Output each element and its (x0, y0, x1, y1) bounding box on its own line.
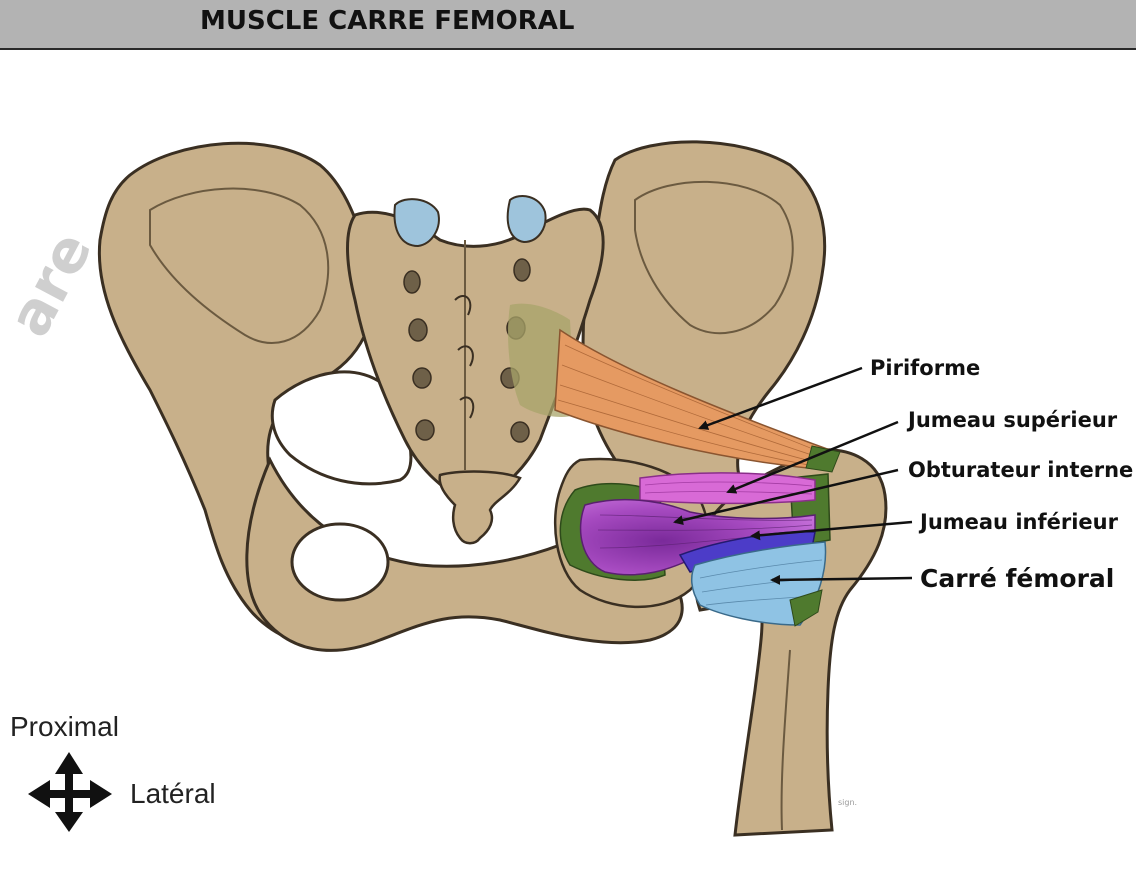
watermark-fragment: are (0, 221, 105, 347)
page-title: MUSCLE CARRE FEMORAL (200, 6, 575, 36)
label-carre-femoral: Carré fémoral (920, 564, 1115, 593)
four-way-arrow-icon (28, 752, 112, 832)
label-piriforme: Piriforme (870, 356, 981, 380)
orientation-lateral-label: Latéral (130, 778, 216, 809)
jumeau-superieur-muscle (639, 472, 816, 505)
artist-signature: sign. (838, 798, 857, 807)
sacral-facet-left (393, 198, 440, 248)
pubic-ring (245, 456, 684, 652)
sacral-facet-right (506, 195, 547, 244)
header-bar: MUSCLE CARRE FEMORAL (0, 0, 1136, 50)
arrow-carre-femoral (770, 574, 913, 585)
coccyx (438, 470, 522, 545)
arrow-jumeau-inferieur (750, 520, 913, 541)
femur (693, 448, 888, 837)
label-jumeau-inferieur: Jumeau inférieur (920, 510, 1118, 534)
arrow-obturateur-interne (673, 468, 899, 526)
arrow-piriforme (698, 366, 863, 430)
obturator-foramen (290, 522, 390, 602)
label-obturateur-interne: Obturateur interne (908, 458, 1134, 482)
arrow-jumeau-superieur (726, 420, 899, 494)
orientation-proximal-label: Proximal (10, 711, 119, 742)
label-jumeau-superieur: Jumeau supérieur (908, 408, 1118, 432)
